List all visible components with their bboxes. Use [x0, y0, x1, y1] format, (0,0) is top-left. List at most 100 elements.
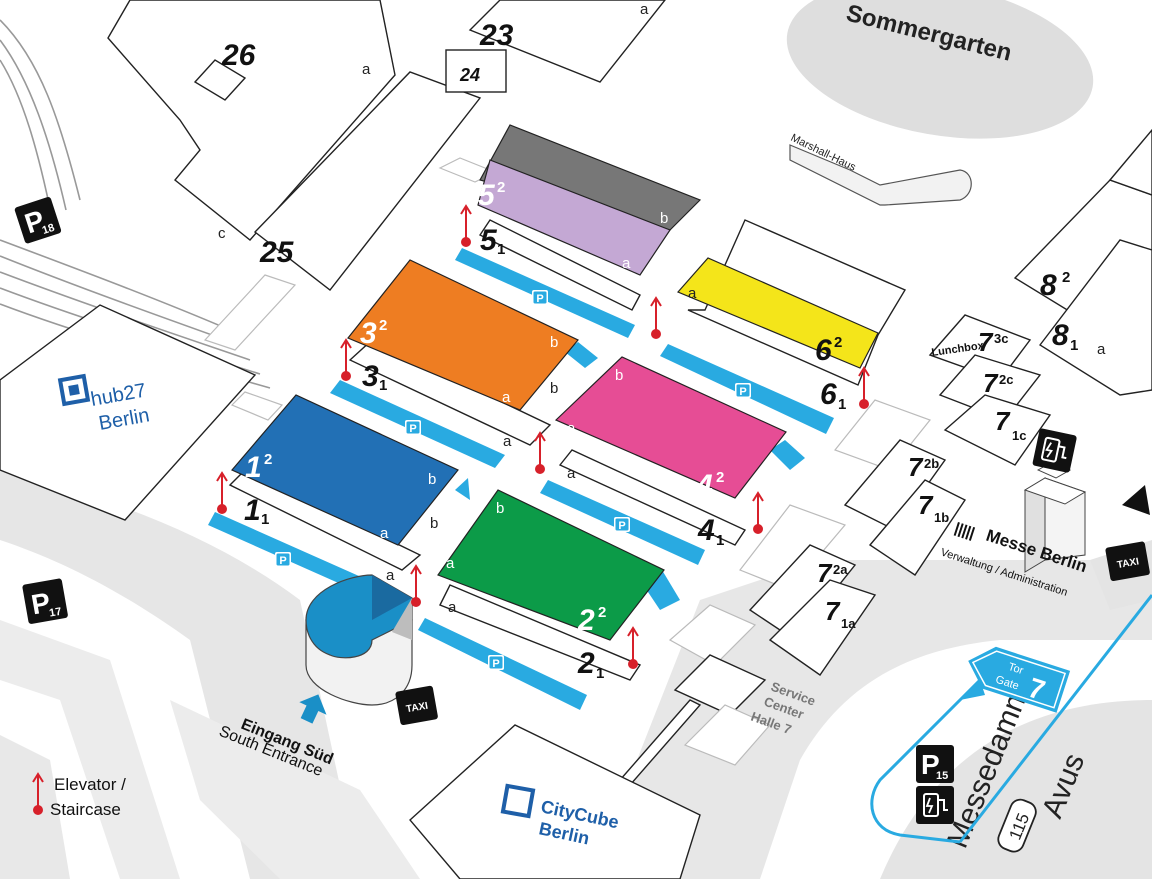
hall-2-ground-section-a: a [448, 599, 457, 616]
hall-3-ground-floor [348, 339, 552, 446]
hall-25-outline [253, 71, 482, 291]
hall-8-top [1108, 128, 1152, 196]
hall-7-2b-index: 2b [924, 456, 939, 471]
hall-1-ground-number: 1 [244, 494, 261, 527]
hall-24-outline [445, 49, 507, 93]
parking-lane-signs: P P P P P P [275, 290, 751, 670]
hall-2-section-b: b [496, 500, 504, 517]
hall-8-lower-floor-index: 1 [1070, 337, 1078, 354]
hall-7-2c-number: 7 [983, 368, 999, 398]
parking-sign-p15[interactable]: P 15 [916, 745, 954, 783]
hall-2-section-a: a [446, 555, 455, 572]
elevator-staircase-icon [627, 626, 639, 669]
hall-1-ground-floor-index: 1 [261, 511, 269, 528]
parking-lane-stub-4 [770, 440, 805, 470]
legend: Elevator / Staircase [32, 772, 126, 819]
hub27-logo [57, 373, 91, 407]
hall-4-ground-floor [558, 449, 747, 546]
sommergarten-area [786, 0, 1094, 139]
hall-7-1a-number: 7 [825, 596, 841, 626]
parking-sign-p17[interactable]: P 17 [22, 578, 68, 624]
hall-7-1c-number: 7 [995, 406, 1011, 436]
gate-label-de: Tor [1007, 661, 1026, 677]
hall-6-upper-floor-index: 2 [834, 334, 842, 351]
hall-5-ground-floor [478, 219, 641, 311]
elevator-staircase-icon [752, 491, 764, 534]
hall-26-number: 26 [221, 39, 256, 72]
hall-26-notch [193, 59, 247, 101]
hall-26-section-a: a [362, 61, 371, 78]
halls [228, 124, 907, 706]
service-center-outline [673, 654, 767, 716]
p17-number: 17 [48, 606, 62, 620]
hall-7-2a-index: 2a [833, 562, 848, 577]
messe-berlin-tower [1023, 461, 1087, 573]
hall-7-1b [868, 479, 967, 576]
hall-23-number: 23 [479, 19, 514, 52]
ghost-block-3 [668, 604, 757, 666]
taxi-label: TAXI [1116, 556, 1140, 571]
south-entrance-rotunda [305, 574, 413, 706]
taxi-sign-entrance: TAXI [395, 685, 438, 726]
hall-3-upper-floor-index: 2 [379, 317, 387, 334]
hall-5-upper-floor-index: 2 [497, 179, 505, 196]
gate-7-route [870, 594, 1152, 844]
hall-6-section-a: a [688, 285, 697, 302]
hall-23-section-a: a [640, 1, 649, 18]
hall-6-upper-floor[interactable] [676, 257, 879, 369]
hall-3-ground-floor-index: 1 [379, 377, 387, 394]
hall-2-ground-floor-index: 1 [596, 665, 604, 682]
legend-line-2: Staircase [50, 800, 121, 819]
hall-1-ground-floor [228, 469, 422, 571]
hall-7-1b-number: 7 [918, 490, 934, 520]
hall-24-number: 24 [459, 65, 480, 85]
hall-3-section-a: a [502, 389, 511, 406]
parking-sign-label: P [492, 658, 499, 670]
parking-sign-p18[interactable]: P 18 [14, 196, 62, 244]
hall-1-ground-section-b: b [430, 515, 438, 532]
hall-6-ground-floor-index: 1 [838, 396, 846, 413]
citycube-logo [500, 783, 536, 819]
hall-2-ground-floor [439, 584, 642, 681]
road-number-sign: 115 [997, 798, 1037, 853]
hall-1-section-b: b [428, 471, 436, 488]
hall-7-1b-index: 1b [934, 510, 949, 525]
p15-letter: P [921, 749, 940, 780]
hall-3-upper-floor[interactable] [347, 259, 579, 411]
hall-6-upper-number: 6 [815, 334, 832, 367]
elevator-staircase-icon [216, 471, 228, 514]
legend-line-1: Elevator / [54, 775, 126, 794]
hall-8-section-a: a [1097, 341, 1106, 358]
hall-25-number: 25 [259, 236, 295, 269]
hall-26-section-c: c [218, 225, 226, 242]
hall-7-2c-index: 2c [999, 372, 1013, 387]
elevator-staircase-icon [534, 431, 546, 474]
elevators [216, 204, 870, 669]
hall-7-ghost-1 [834, 399, 931, 471]
hall-5-upper-floor[interactable] [477, 159, 671, 276]
messe-berlin-logo [953, 522, 976, 541]
elevator-staircase-icon [650, 296, 662, 339]
parking-sign-label: P [536, 293, 543, 305]
hall-4-upper-floor[interactable] [554, 356, 787, 499]
marshall-haus-outline [789, 144, 972, 206]
p17-letter: P [29, 587, 53, 621]
hall-labels: 26 a c 25 24 23 a 1 2 b a 1 1 b a 3 2 b … [218, 1, 1106, 682]
hall-5-ground-floor-index: 1 [497, 241, 505, 258]
hall-3-ground-number: 3 [362, 360, 379, 393]
elevator-staircase-icon [460, 204, 472, 247]
hall-7-3c-number: 7 [978, 327, 994, 357]
taxi-label: TAXI [405, 701, 429, 716]
gate-7-sign[interactable]: Tor Gate 7 [961, 640, 1071, 713]
parking-sign-label: P [279, 555, 286, 567]
hall-4-ground-section-a: a [567, 465, 576, 482]
hall-5-section-a: a [622, 255, 631, 272]
hall-7-1c [943, 394, 1052, 466]
direction-arrow-icon [1122, 485, 1150, 515]
hall-1-upper-floor[interactable] [231, 394, 459, 546]
hall-2-upper-floor-index: 2 [598, 604, 606, 621]
hall-2-upper-floor[interactable] [437, 489, 665, 641]
